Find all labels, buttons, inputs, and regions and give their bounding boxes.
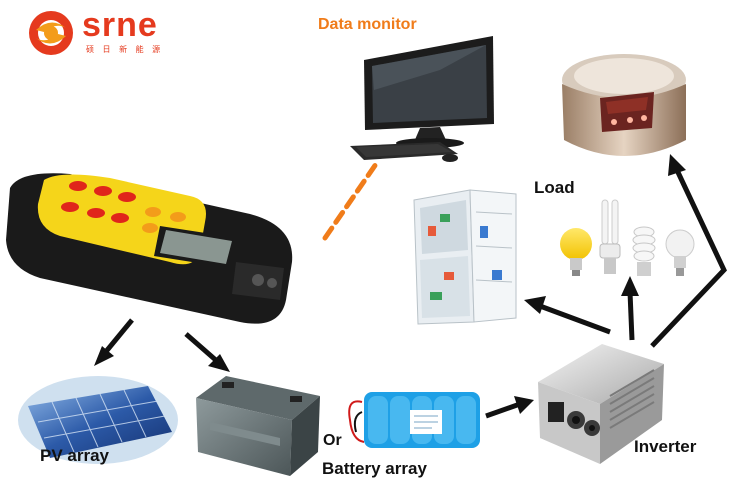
controller-icon [6, 173, 293, 324]
battery-array-label: Battery array [322, 459, 427, 478]
arrow-battery-inverter [485, 396, 534, 419]
led-bulb-icon [665, 229, 695, 276]
arrow-inverter-fridge [524, 296, 611, 335]
lead-acid-battery-icon [196, 376, 320, 476]
monitor-icon [350, 36, 494, 162]
arrow-inverter-cooker [650, 154, 727, 348]
or-label: Or [323, 432, 342, 449]
brand-logo [26, 8, 76, 58]
refrigerator-icon [413, 189, 517, 325]
brand-tagline: 硕 日 新 能 源 [86, 45, 164, 54]
pv-array-label: PV array [40, 446, 109, 465]
load-label: Load [534, 178, 575, 197]
brand-name: srne [82, 6, 158, 44]
data-link-line [322, 161, 379, 241]
data-monitor-label: Data monitor [318, 16, 417, 33]
rice-cooker-icon [562, 54, 686, 156]
pv-array-icon [18, 376, 178, 464]
logo-mark-icon [29, 11, 73, 55]
inverter-icon [538, 344, 664, 464]
cfl-bulb-icon [599, 199, 621, 274]
inverter-label: Inverter [634, 437, 697, 456]
lithium-battery-pack-icon [348, 392, 480, 448]
incandescent-bulb-icon [560, 228, 592, 276]
arrow-inverter-bulbs [621, 276, 639, 341]
spiral-bulb-icon [632, 226, 656, 276]
arrow-controller-pv [94, 318, 134, 366]
arrow-controller-battery [184, 332, 230, 372]
